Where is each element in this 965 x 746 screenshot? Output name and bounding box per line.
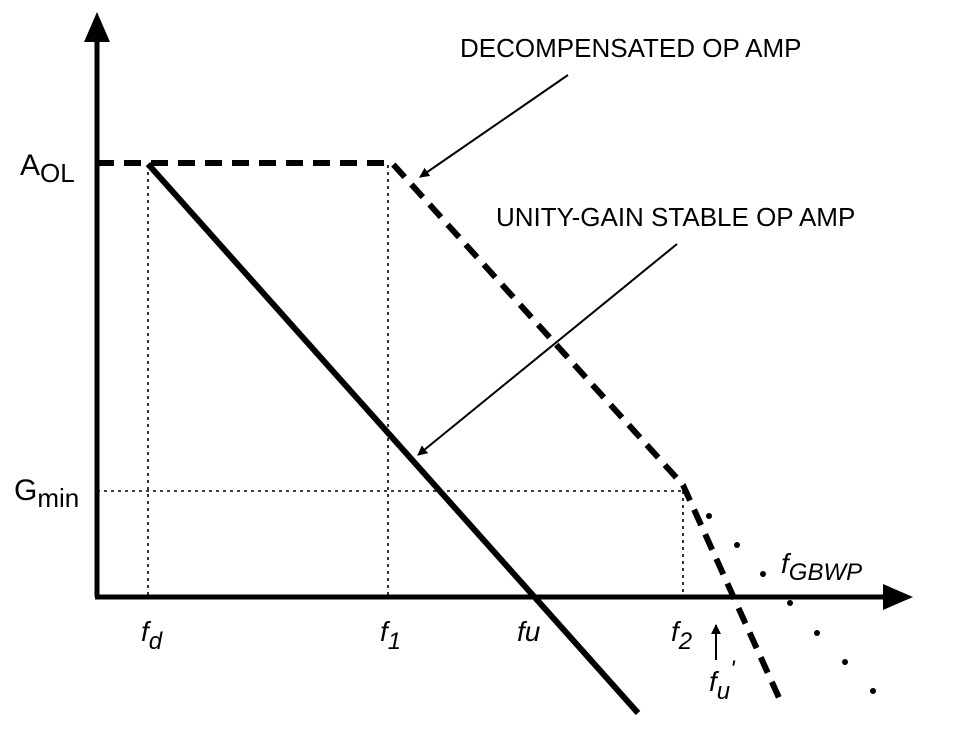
unity-gain-response-curve [145, 162, 641, 715]
fu-prime-label-mark: ' [730, 656, 736, 683]
gbwp-dot [842, 659, 848, 665]
fgbwp-label-main: f [781, 548, 792, 579]
fd-label: fd [141, 616, 163, 655]
fu-label: fu [517, 616, 541, 647]
x-axis-arrowhead [883, 584, 913, 610]
f1-label-sub: 1 [388, 628, 401, 655]
gmin-label-sub: min [37, 483, 79, 513]
aol-label-main: A [20, 149, 40, 182]
guide-lines [97, 165, 684, 597]
fd-label-main: f [141, 616, 152, 647]
gbwp-dot [814, 630, 820, 636]
decompensated-pointer-arrow [419, 74, 569, 178]
fu-prime-label-sub: u [717, 678, 730, 705]
y-axis-arrowhead [84, 12, 110, 42]
aol-label: AOL [20, 149, 75, 188]
gbwp-dot [870, 688, 876, 694]
aol-label-sub: OL [40, 158, 75, 188]
gbwp-extrapolation-dots [706, 513, 876, 694]
gbwp-dot [706, 513, 712, 519]
fgbwp-label-sub: GBWP [789, 559, 862, 586]
gmin-label-main: G [14, 474, 37, 507]
f1-label-main: f [380, 616, 391, 647]
decompensated-label: DECOMPENSATED OP AMP [460, 33, 801, 63]
f2-label-sub: 2 [678, 628, 692, 655]
gmin-label: Gmin [14, 474, 79, 513]
decompensated-response-curve [97, 160, 783, 702]
fu-prime-label: fu' [709, 656, 736, 705]
unity-gain-label: UNITY-GAIN STABLE OP AMP [496, 202, 855, 232]
gbwp-dot [734, 542, 740, 548]
f2-label-main: f [671, 616, 682, 647]
fd-label-sub: d [149, 628, 163, 655]
gbwp-dot [787, 600, 793, 606]
f2-label: f2 [671, 616, 692, 655]
fgbwp-label: fGBWP [781, 548, 862, 586]
f1-label: f1 [380, 616, 401, 655]
unity-gain-pointer-arrow [417, 243, 678, 456]
fu-prime-label-main: f [709, 666, 720, 697]
gbwp-dot [760, 571, 766, 577]
